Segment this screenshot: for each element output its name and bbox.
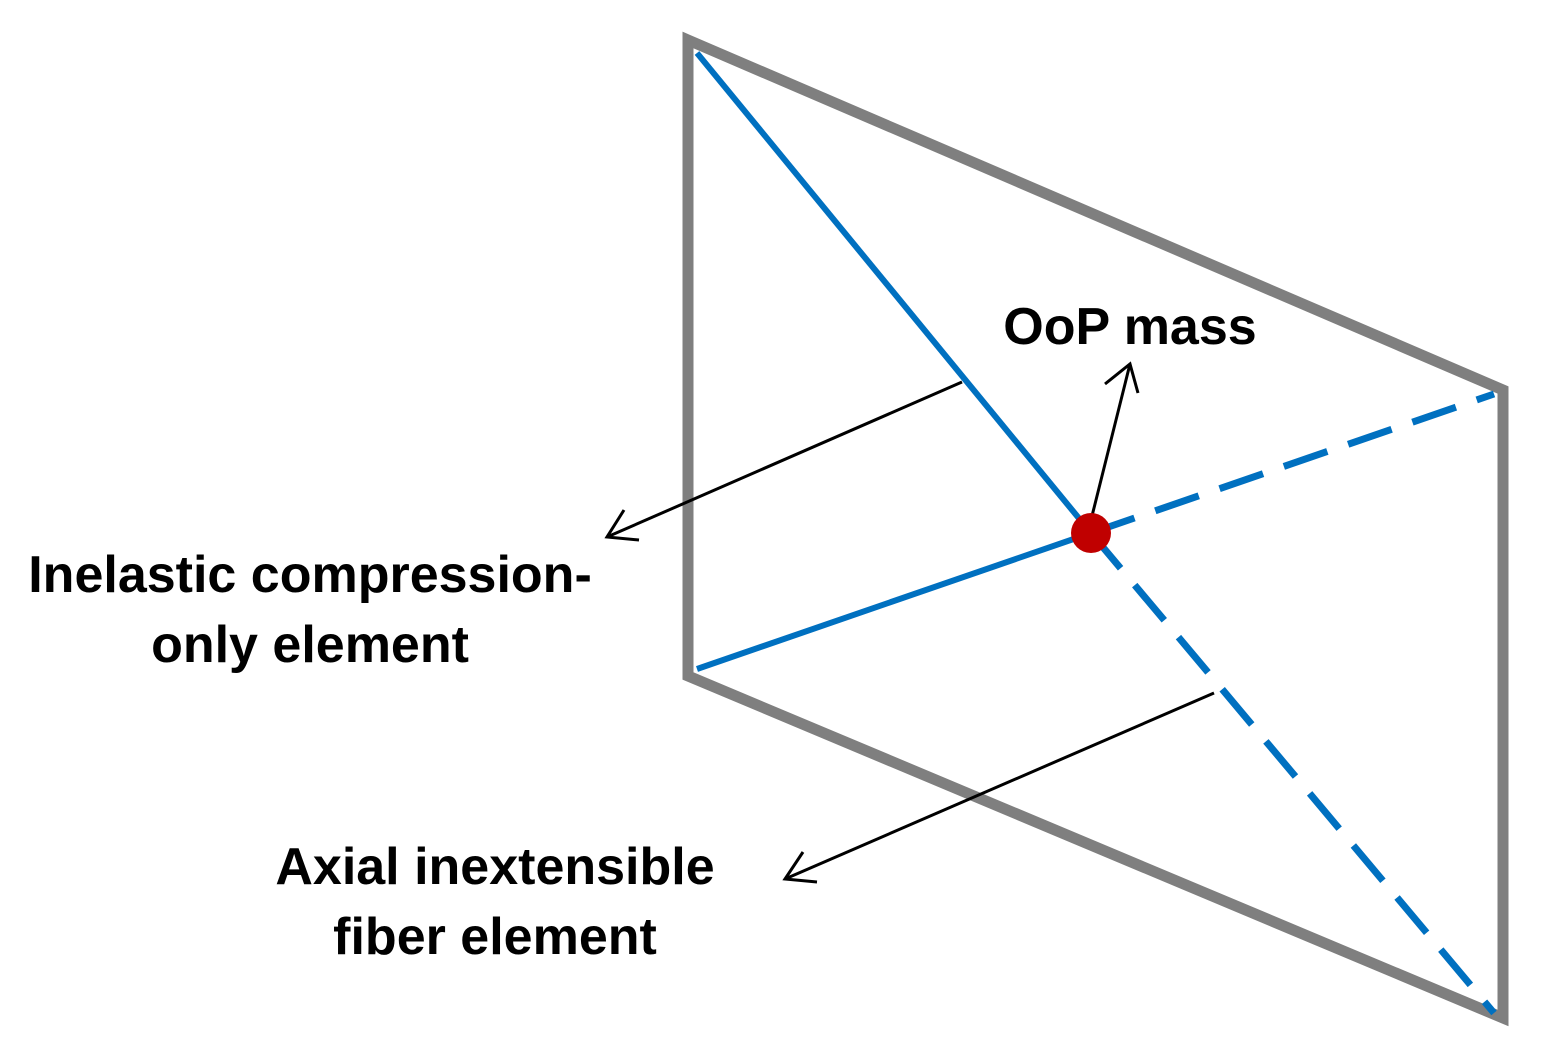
lower-strut-solid xyxy=(696,530,1092,672)
axial-label-line-1: Axial inextensible xyxy=(275,838,715,896)
oop-mass-label: OoP mass xyxy=(990,292,1270,362)
inelastic-leader xyxy=(606,380,963,539)
axial-leader xyxy=(784,691,1215,881)
upper-right-strut-dashed xyxy=(1089,390,1496,537)
inelastic-label-line-1: Inelastic compression- xyxy=(28,546,592,604)
axial-arrowhead xyxy=(782,851,818,884)
oop-mass-node xyxy=(1071,513,1111,553)
oop-mass-arrowhead xyxy=(1104,361,1140,394)
lower-right-strut-dashed xyxy=(1088,530,1497,1016)
oop-mass-leader xyxy=(1089,363,1132,521)
inelastic-label-line-2: only element xyxy=(151,616,469,674)
axial-label-line-2: fiber element xyxy=(333,908,657,966)
inelastic-element-label: Inelastic compression- only element xyxy=(10,540,610,680)
axial-element-label: Axial inextensible fiber element xyxy=(260,832,730,972)
oop-mass-text: OoP mass xyxy=(1003,298,1257,356)
panel-frame xyxy=(682,31,1509,1027)
compression-strut-solid xyxy=(694,51,1094,535)
inelastic-arrowhead xyxy=(604,509,640,542)
